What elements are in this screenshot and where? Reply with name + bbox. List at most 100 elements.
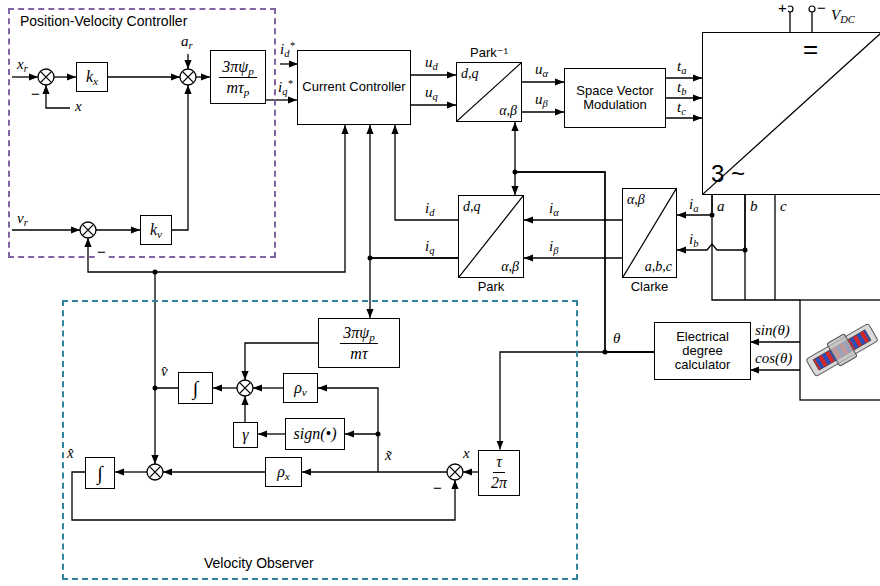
summing-junction bbox=[447, 464, 463, 480]
signal-label: a bbox=[716, 199, 726, 214]
text-part: i bbox=[425, 200, 429, 216]
text-part: a bbox=[181, 33, 189, 49]
block-text: 3 ~ bbox=[711, 161, 745, 187]
block-text: mτp bbox=[227, 79, 250, 97]
subscript: α bbox=[553, 207, 559, 218]
wire bbox=[302, 471, 447, 472]
signal-connector bbox=[666, 77, 702, 78]
signal-connector bbox=[258, 433, 285, 434]
block-box: ∫ bbox=[178, 372, 213, 404]
wire bbox=[163, 471, 265, 472]
signal-label: − bbox=[816, 0, 827, 15]
block-text: γ bbox=[242, 426, 248, 444]
text-part: u bbox=[535, 91, 543, 107]
signal-connector bbox=[677, 195, 712, 215]
dc-terminal bbox=[787, 6, 793, 12]
signal-connector bbox=[666, 117, 702, 118]
text-part: ρ bbox=[277, 463, 285, 480]
text-part: i bbox=[425, 238, 429, 254]
superscript: * bbox=[287, 78, 292, 89]
subscript: d bbox=[429, 207, 434, 218]
subscript: b bbox=[693, 238, 698, 249]
block-box: ∫ bbox=[85, 457, 115, 489]
block-box: kv bbox=[140, 215, 172, 245]
text-part: t bbox=[677, 79, 681, 95]
signal-label: x bbox=[462, 446, 471, 461]
subscript: a bbox=[693, 203, 698, 214]
signal-label: + bbox=[777, 0, 788, 15]
motor-slider bbox=[827, 334, 857, 367]
connector-label: iβ bbox=[548, 239, 559, 254]
wire bbox=[12, 76, 38, 77]
junction-dots bbox=[153, 170, 748, 437]
group-heading: Velocity Observer bbox=[204, 556, 314, 571]
controller-group: Position-Velocity Controllerkxkv3πψpmτp bbox=[8, 8, 276, 258]
subscript: DC bbox=[840, 14, 855, 25]
superscript: * bbox=[289, 40, 294, 51]
wire bbox=[187, 54, 188, 69]
wire bbox=[196, 76, 210, 77]
block-box: Space Vector Modulation bbox=[564, 68, 666, 128]
text-part: i bbox=[689, 196, 693, 212]
block-title: Park⁻¹ bbox=[470, 46, 508, 60]
text-part: u bbox=[425, 84, 433, 100]
subscript: d bbox=[433, 61, 438, 72]
block-box: kx bbox=[76, 62, 108, 92]
signal-connector bbox=[524, 257, 622, 258]
connector-label: ib bbox=[688, 232, 699, 247]
motor-housing bbox=[806, 323, 878, 376]
summing-junction bbox=[147, 464, 163, 480]
controller-group: Velocity Observer3πψpmτ∫ρvγsign(•)∫ρxτ2π bbox=[62, 300, 578, 580]
summing-junction bbox=[237, 380, 253, 396]
signal-connector bbox=[522, 81, 564, 82]
text-part: i bbox=[689, 231, 693, 247]
block-text: α,β bbox=[501, 259, 519, 274]
signal-connector bbox=[411, 104, 456, 105]
text-part: k bbox=[150, 221, 157, 238]
block-text: ρx bbox=[277, 463, 290, 481]
text-part: i bbox=[549, 238, 553, 254]
gain-block: τ2π bbox=[478, 450, 520, 496]
connector-label: ia bbox=[688, 197, 699, 212]
subscript: d bbox=[284, 48, 289, 59]
subscript: q bbox=[429, 245, 434, 256]
wire bbox=[154, 388, 155, 464]
wire bbox=[750, 341, 800, 342]
subscript: v bbox=[302, 387, 307, 399]
connector-label: tc bbox=[676, 100, 687, 115]
wire bbox=[108, 76, 180, 77]
block-box: ρv bbox=[283, 373, 318, 403]
phase-wire bbox=[774, 195, 775, 300]
block-text: ∫ bbox=[97, 462, 102, 484]
connector-label: iα bbox=[548, 201, 560, 216]
connector-label: uα bbox=[534, 62, 549, 77]
subscript: q bbox=[433, 91, 438, 102]
signal-label: x bbox=[74, 99, 83, 114]
block-box: Electrical degree calculator bbox=[654, 322, 751, 380]
wire bbox=[463, 471, 478, 472]
text-part: i bbox=[278, 79, 282, 95]
connector-label: iq* bbox=[277, 80, 294, 95]
text-part: x bbox=[17, 56, 24, 72]
text-part: k bbox=[86, 68, 93, 85]
magnet-rod bbox=[813, 330, 871, 370]
connector-label: uβ bbox=[534, 92, 549, 107]
block-box: Current Controller bbox=[297, 50, 411, 125]
summing-junction bbox=[180, 69, 196, 85]
text-part: t bbox=[677, 99, 681, 115]
inverter-block: 3 ~= bbox=[702, 32, 880, 195]
signal-label: x̂ bbox=[66, 446, 75, 461]
block-text: a,b,c bbox=[645, 259, 672, 274]
subscript: β bbox=[553, 245, 558, 256]
signal-connector bbox=[370, 258, 458, 318]
subscript: x bbox=[285, 471, 290, 483]
phase-wire bbox=[712, 195, 800, 300]
dc-wire bbox=[790, 12, 812, 32]
block-text: Space Vector Modulation bbox=[569, 84, 661, 113]
signal-label: VDC bbox=[830, 8, 856, 23]
signal-label: − bbox=[96, 244, 107, 259]
subscript: p bbox=[248, 65, 254, 77]
text-part: ρ bbox=[294, 379, 302, 396]
signal-connector bbox=[522, 111, 564, 112]
